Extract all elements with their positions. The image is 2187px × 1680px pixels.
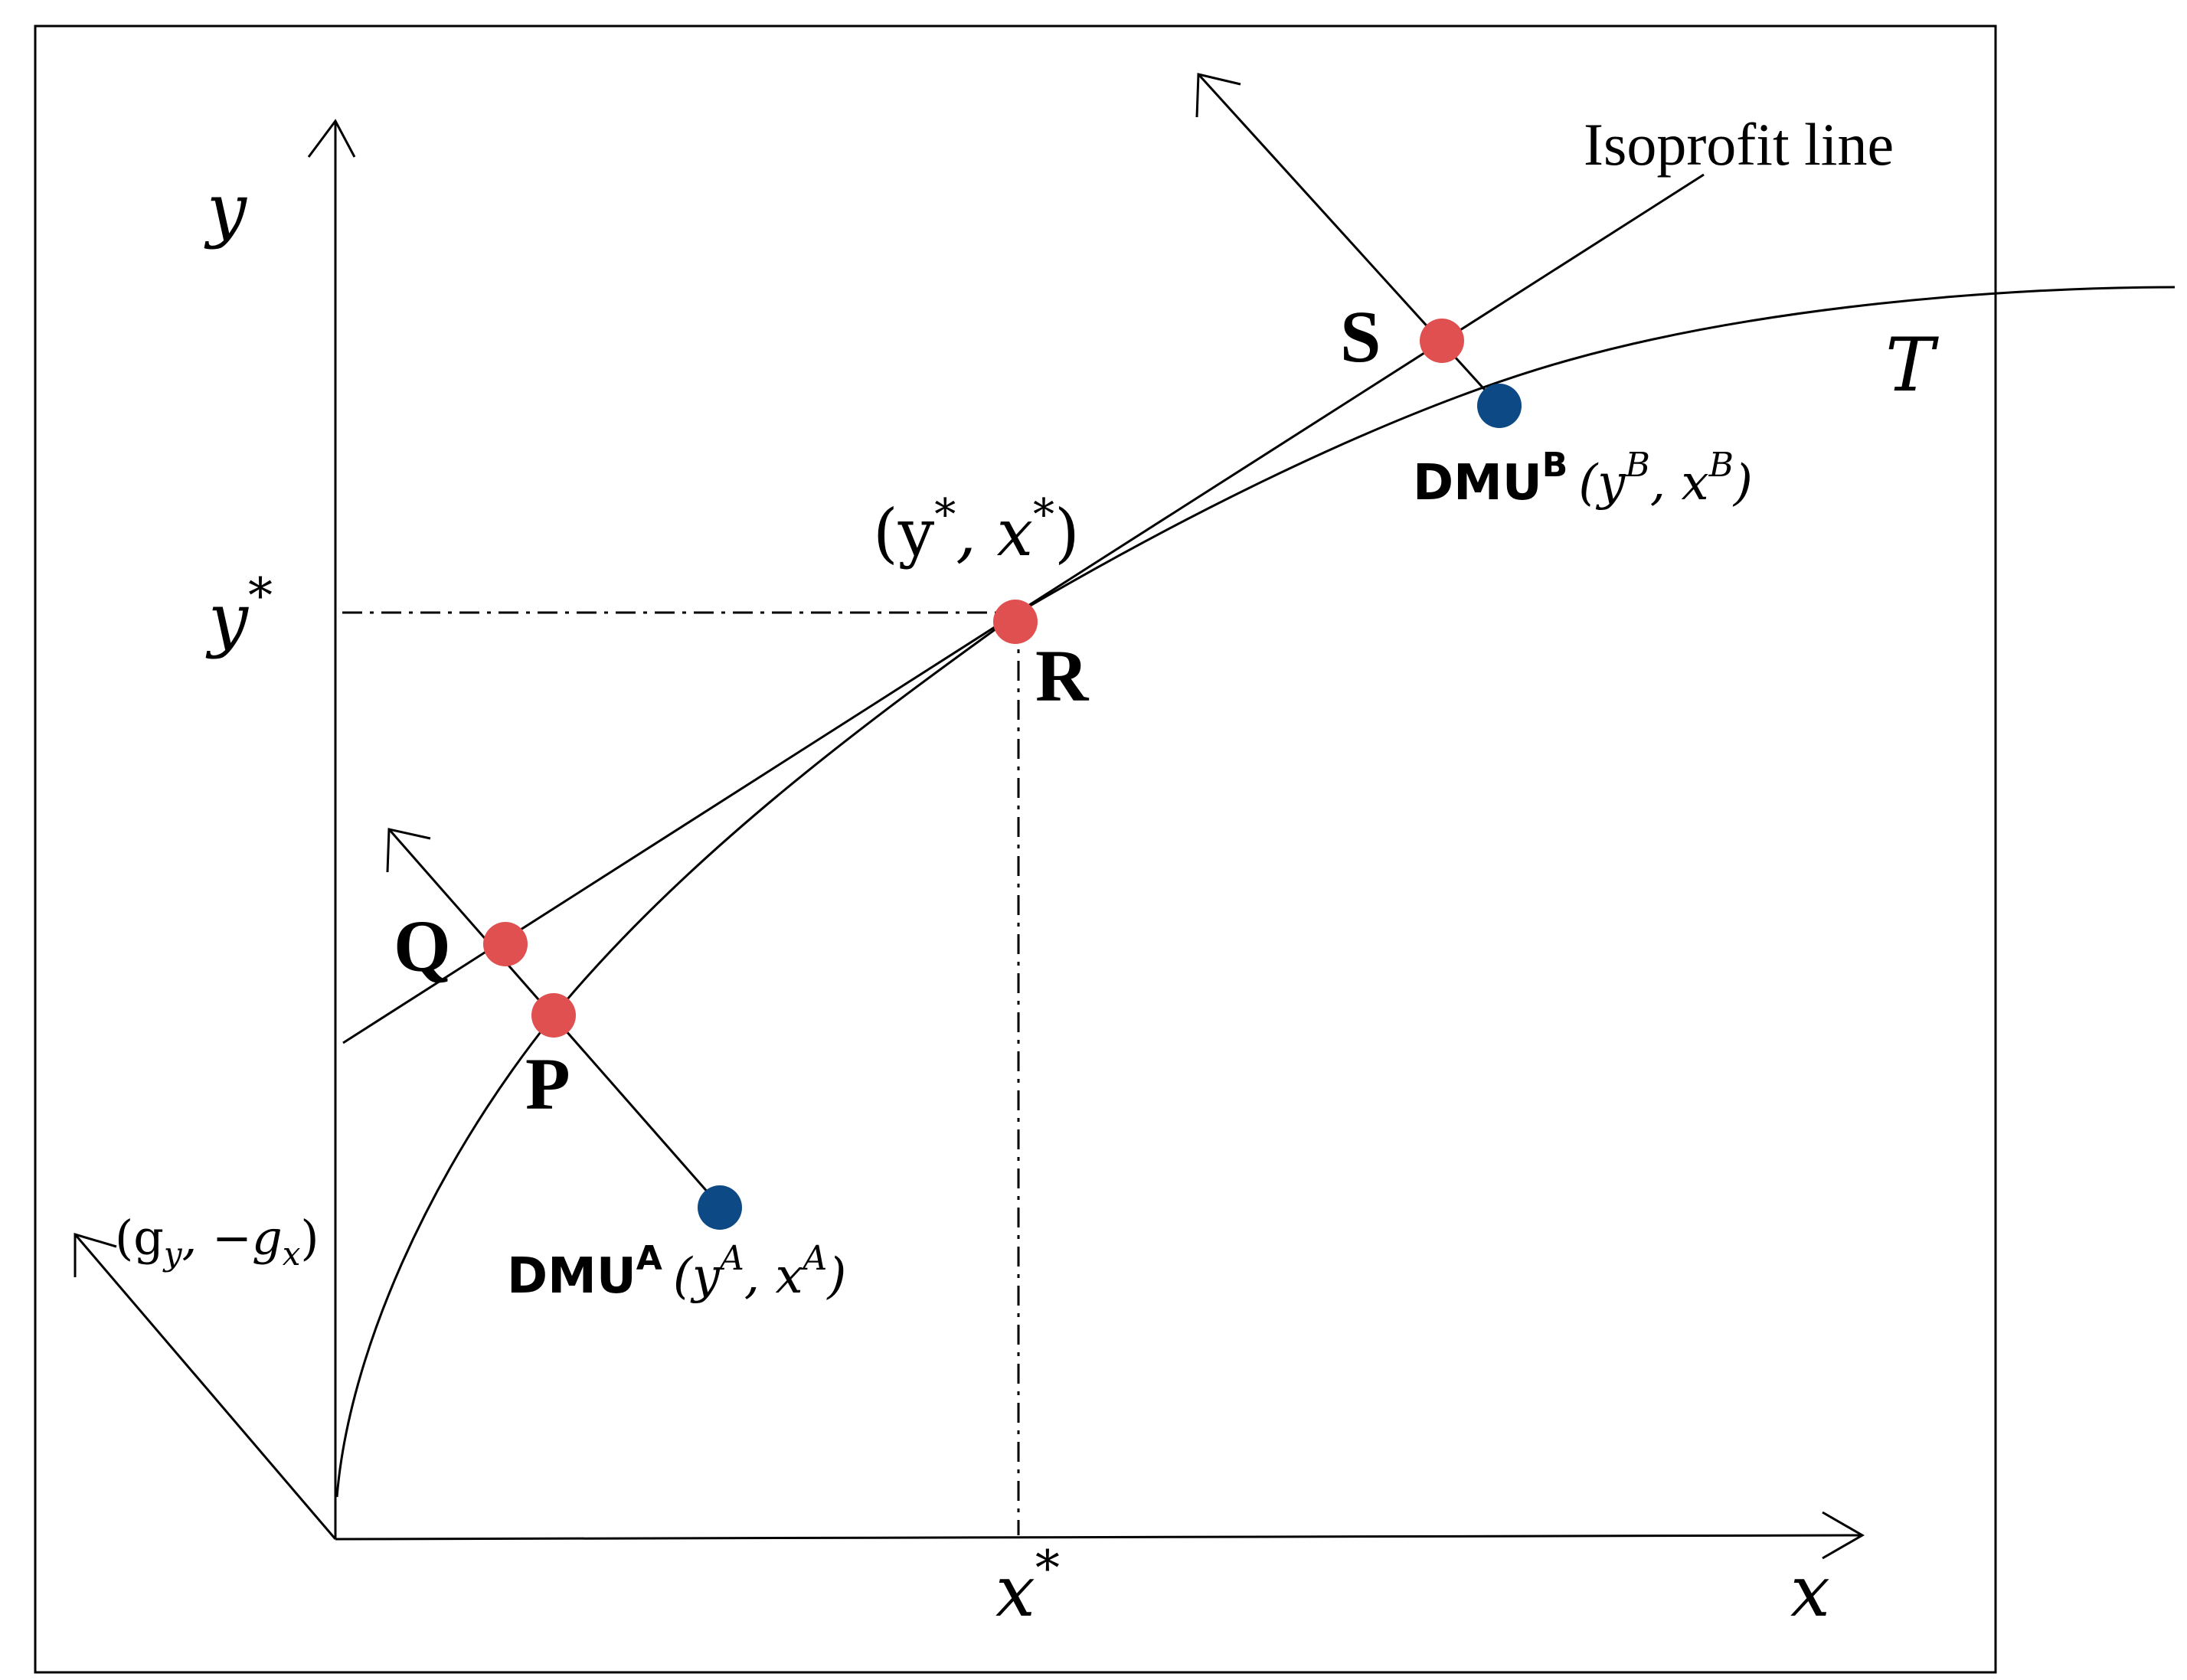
optimum-coordinates-label: (y*, x*) xyxy=(873,490,1080,570)
x-axis-arrowhead xyxy=(1822,1511,1865,1560)
frontier-label-t: T xyxy=(1885,322,1939,408)
dmu-b-label: DMUB(yB, xB) xyxy=(1413,446,1753,512)
figure-frame xyxy=(34,25,1997,1674)
dmu-a-marker xyxy=(698,1185,742,1230)
dmu-b-projection-arrowhead xyxy=(1195,73,1241,118)
x-axis-label: x xyxy=(1790,1551,1830,1633)
direction-vector-label: (gy, −gx) xyxy=(115,1210,319,1273)
point-r-marker xyxy=(993,600,1038,644)
dmu-a-projection-arrowhead xyxy=(386,828,431,873)
point-q-label: Q xyxy=(394,905,451,987)
x-axis xyxy=(335,1534,1863,1541)
dmu-b-marker xyxy=(1477,384,1522,428)
dmu-a-label: DMUA(yA, xA) xyxy=(507,1239,846,1305)
direction-vector-line xyxy=(74,1234,337,1540)
point-r-label: R xyxy=(1035,635,1090,717)
direction-vector-arrowhead xyxy=(74,1232,117,1277)
point-p-marker xyxy=(531,993,576,1038)
point-q-marker xyxy=(483,922,528,966)
production-frontier-curve xyxy=(335,286,2176,1498)
point-p-label: P xyxy=(525,1043,570,1125)
y-axis-arrowhead xyxy=(307,119,356,158)
x-star-label: x* xyxy=(995,1541,1060,1633)
point-s-marker xyxy=(1420,319,1464,363)
isoprofit-line-label: Isoprofit line xyxy=(1584,111,1894,178)
point-s-label: S xyxy=(1340,296,1381,378)
y-star-label: y* xyxy=(205,568,273,660)
y-axis-label: y xyxy=(204,168,247,250)
